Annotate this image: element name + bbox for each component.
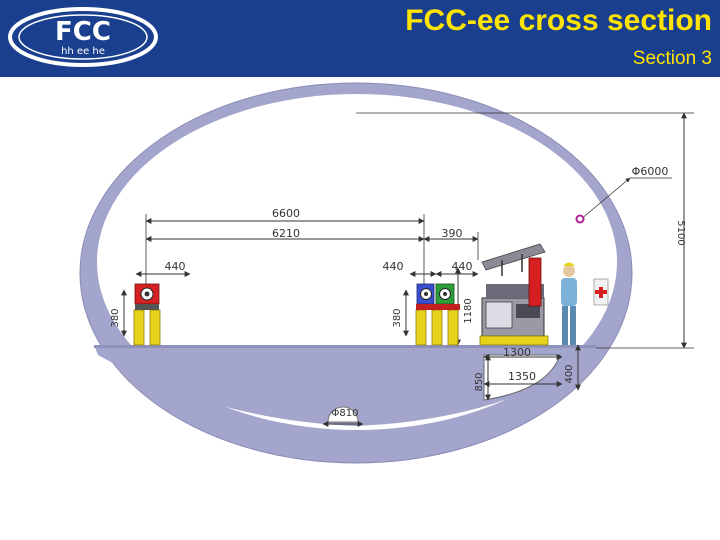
page-title: FCC-ee cross section: [405, 4, 712, 37]
magnet-stand-left: [133, 283, 161, 346]
logo-text: FCC: [55, 17, 111, 47]
dim-1180: 1180: [463, 298, 474, 323]
logo-subtext: hh ee he: [61, 46, 105, 57]
dimension-labels: 6600 6210 390 440 440 440 380 380 1180 1…: [110, 165, 686, 392]
dim-400: 400: [564, 364, 575, 383]
page-subtitle: Section 3: [632, 48, 712, 69]
dim-850: 850: [474, 372, 485, 391]
dim-440-left: 440: [165, 260, 186, 273]
dim-5100: 5100: [675, 220, 686, 245]
phi810-label: Φ810: [332, 408, 359, 419]
dim-6600: 6600: [272, 207, 300, 220]
header-bar: FCC hh ee he FCC-ee cross section Sectio…: [0, 0, 720, 77]
dim-440-right: 440: [452, 260, 473, 273]
dim-440-mid: 440: [383, 260, 404, 273]
dim-6210: 6210: [272, 227, 300, 240]
dim-380-right: 380: [392, 308, 403, 327]
person-figure: [561, 262, 577, 345]
tunnel-wall: [79, 82, 633, 464]
fcc-logo: FCC hh ee he: [8, 7, 158, 67]
dimension-lines: [121, 112, 694, 401]
drain-pipe: Φ810: [322, 406, 364, 427]
transport-vehicle: [479, 243, 549, 346]
dim-390: 390: [442, 227, 463, 240]
first-aid-icon: [593, 278, 609, 306]
magnet-stand-right: [415, 283, 460, 346]
dim-1300: 1300: [503, 346, 531, 359]
tunnel-cross-section: Φ810 6600 6210 390 440 44: [79, 82, 694, 464]
dim-phi6000: Φ6000: [632, 165, 669, 178]
dim-1350: 1350: [508, 370, 536, 383]
dim-380-left: 380: [110, 308, 121, 327]
